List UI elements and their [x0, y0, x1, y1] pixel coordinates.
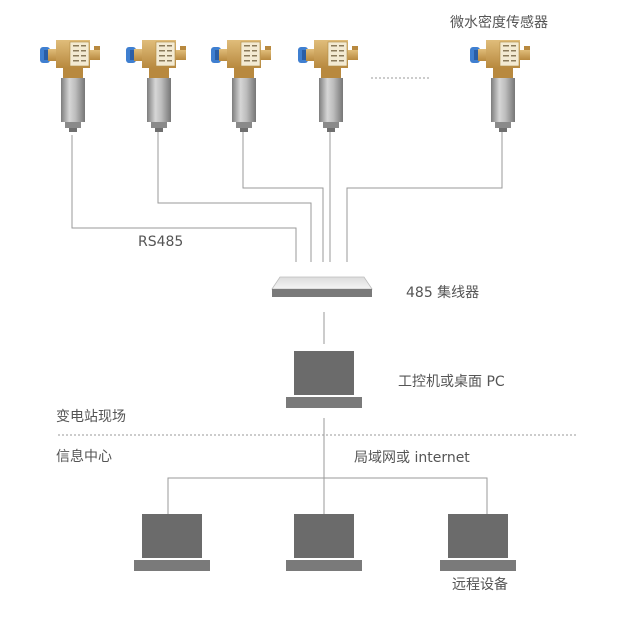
remote-computer-2 — [286, 514, 362, 571]
remote-computer-1 — [134, 514, 210, 571]
sensor-title-label: 微水密度传感器 — [450, 15, 548, 31]
pc-label: 工控机或桌面 PC — [398, 374, 505, 390]
remote-device-group — [134, 514, 516, 571]
humidity-density-sensor-4 — [297, 39, 359, 133]
info-center-label: 信息中心 — [56, 449, 112, 465]
connection-lines — [71, 77, 503, 515]
sensor-group — [39, 39, 531, 133]
humidity-density-sensor-2 — [125, 39, 187, 133]
humidity-density-sensor-3 — [210, 39, 272, 133]
hub-label: 485 集线器 — [406, 285, 480, 301]
substation-site-label: 变电站现场 — [56, 409, 126, 425]
network-label: 局域网或 internet — [354, 450, 470, 466]
remote-computer-3 — [440, 514, 516, 571]
rs485-hub — [271, 276, 373, 297]
remote-device-label: 远程设备 — [452, 577, 508, 593]
humidity-density-sensor-1 — [39, 39, 101, 133]
industrial-pc — [286, 351, 362, 408]
rs485-label: RS485 — [138, 234, 184, 250]
humidity-density-sensor-5 — [469, 39, 531, 133]
